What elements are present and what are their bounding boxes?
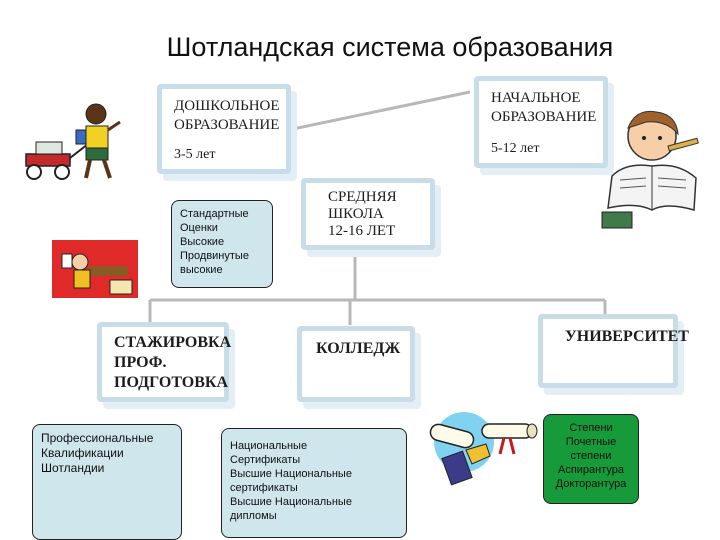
note-national: Национальные Сертификаты Высшие Национал… [221, 428, 407, 538]
note-line: Докторантура [555, 478, 627, 490]
note-line: высокие [180, 264, 223, 276]
page-title: Шотландская система образования [166, 32, 614, 62]
note-line: Высшие Национальные [230, 468, 352, 480]
node-preschool-heading: ДОШКОЛЬНОЕ ОБРАЗОВАНИЕ [174, 98, 280, 133]
node-primary-age: 5-12 лет [491, 141, 540, 156]
node-secondary-heading: СРЕДНЯЯ ШКОЛА 12-16 лет [328, 189, 397, 239]
note-line: Аспирантура [557, 464, 625, 476]
note-professional: Профессиональные Квалификации Шотландии [32, 424, 182, 540]
note-line: Степени [569, 422, 613, 434]
note-line: Оценки [180, 222, 218, 234]
node-preschool: ДОШКОЛЬНОЕ ОБРАЗОВАНИЕ 3-5 лет [157, 84, 291, 174]
note-line: Высшие Национальные [230, 496, 352, 508]
note-line: Почетные [565, 436, 617, 448]
node-preschool-age: 3-5 лет [174, 147, 216, 162]
note-line: Национальные [230, 440, 308, 452]
note-degrees: Степени Почетные степени Аспирантура Док… [543, 414, 639, 504]
node-college: КОЛЛЕДЖ [297, 326, 415, 402]
node-secondary: СРЕДНЯЯ ШКОЛА 12-16 лет [301, 178, 435, 250]
node-training-heading: СТАЖИРОВКА ПРОФ. ПОДГОТОВКА [114, 334, 232, 391]
node-college-heading: КОЛЛЕДЖ [316, 340, 401, 357]
node-primary-heading: НАЧАЛЬНОЕ ОБРАЗОВАНИЕ [491, 90, 597, 125]
note-line: дипломы [230, 510, 277, 522]
note-line: Профессиональные [41, 431, 154, 445]
note-line: Стандартные [180, 208, 249, 220]
node-university-heading: УНИВЕРСИТЕТ [565, 328, 689, 345]
child-with-wagon-illustration [25, 103, 121, 180]
connector-preschool-primary [287, 90, 471, 132]
boy-reading-illustration [601, 110, 699, 229]
node-university: УНИВЕРСИТЕТ [538, 314, 689, 388]
note-line: Квалификации [41, 446, 124, 460]
note-line: Сертификаты [230, 454, 301, 466]
node-primary: НАЧАЛЬНОЕ ОБРАЗОВАНИЕ 5-12 лет [474, 76, 608, 168]
tired-worker-illustration [52, 240, 138, 298]
note-line: Шотландии [41, 461, 105, 475]
note-line: степени [570, 450, 612, 462]
diploma-illustration [429, 412, 538, 486]
note-line: сертификаты [230, 482, 298, 494]
note-school-levels: Стандартные Оценки Высокие Продвинутые в… [171, 200, 273, 288]
note-line: Высокие [180, 236, 225, 248]
node-training: СТАЖИРОВКА ПРОФ. ПОДГОТОВКА [97, 322, 232, 402]
note-line: Продвинутые [180, 250, 249, 262]
